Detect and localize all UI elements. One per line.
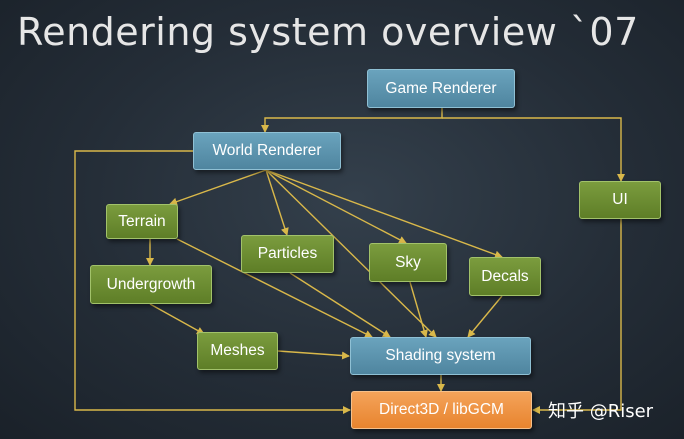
- edge-game-to-world: [261, 108, 443, 133]
- decals-label: Decals: [481, 267, 529, 285]
- undergrowth-box: Undergrowth: [90, 265, 212, 304]
- edge-decals-to-shading: [467, 295, 503, 338]
- edge-terrain-to-shading: [176, 238, 373, 338]
- edge-world-to-shading: [265, 169, 437, 338]
- edge-ui-to-direct3d: [532, 219, 622, 414]
- watermark-text: 知乎 @Riser: [548, 401, 654, 422]
- edge-world-to-decals: [265, 169, 503, 259]
- undergrowth-label: Undergrowth: [106, 275, 196, 293]
- meshes-box: Meshes: [197, 332, 278, 370]
- game-renderer-label: Game Renderer: [385, 79, 497, 97]
- edge-particles-to-shading: [289, 272, 391, 338]
- ui-box: UI: [579, 181, 661, 219]
- direct3d-box: Direct3D / libGCM: [351, 391, 532, 429]
- sky-box: Sky: [369, 243, 447, 282]
- shading-system-box: Shading system: [350, 337, 531, 375]
- particles-label: Particles: [257, 245, 318, 262]
- meshes-label: Meshes: [210, 342, 265, 359]
- edge-world-to-sky: [265, 169, 407, 244]
- edge-sky-to-shading: [409, 281, 428, 338]
- edge-world-to-direct3d: [74, 150, 351, 414]
- edge-meshes-to-shading: [277, 350, 350, 360]
- ui-label: UI: [612, 191, 628, 208]
- terrain-label: Terrain: [118, 212, 166, 230]
- world-renderer-box: World Renderer: [193, 132, 341, 170]
- edge-undergrowth-to-meshes: [149, 303, 205, 335]
- decals-box: Decals: [469, 257, 541, 296]
- particles-box: Particles: [241, 235, 334, 273]
- game-renderer-box: Game Renderer: [367, 69, 515, 108]
- slide-title: Rendering system overview `07: [17, 10, 639, 54]
- terrain-box: Terrain: [106, 204, 178, 239]
- sky-label: Sky: [395, 253, 421, 271]
- world-renderer-label: World Renderer: [212, 142, 322, 159]
- direct3d-label: Direct3D / libGCM: [379, 401, 504, 418]
- edge-game-to-ui: [442, 117, 625, 182]
- edge-world-to-terrain: [169, 169, 267, 206]
- shading-system-label: Shading system: [385, 347, 496, 364]
- edge-world-to-particles: [265, 169, 289, 236]
